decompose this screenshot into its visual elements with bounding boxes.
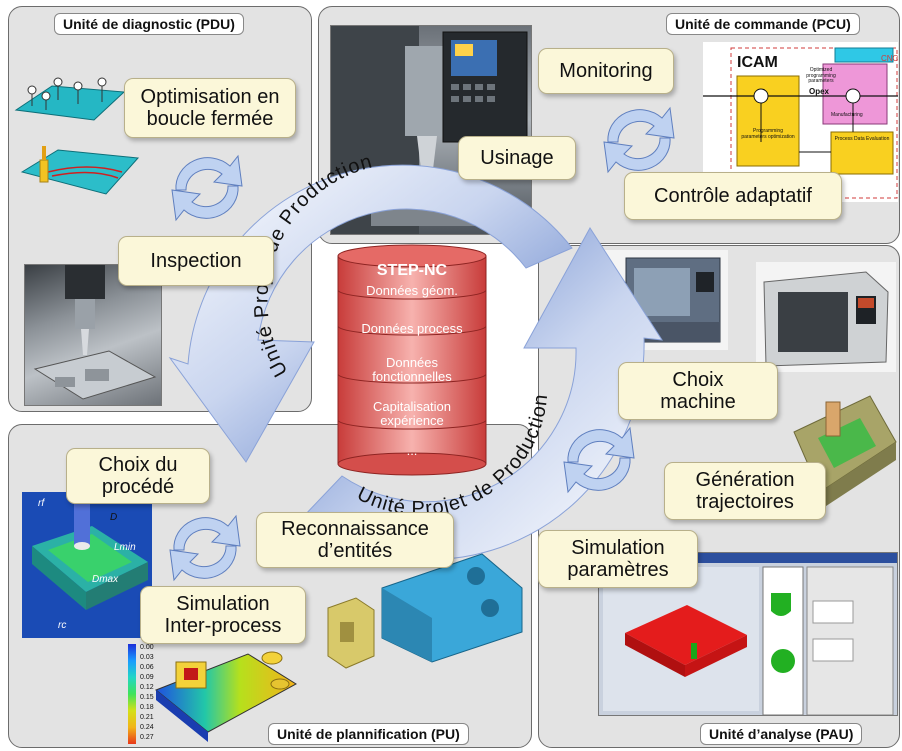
db-layer-experience: Capitalisation expérience: [372, 399, 452, 429]
refresh-cycle-icon: [171, 154, 243, 222]
step-nc-title: STEP-NC: [376, 262, 448, 279]
db-layer-geometry: Données géom.: [366, 283, 458, 298]
box-choix-procede: Choix du procédé: [66, 448, 210, 504]
db-layer-functional: Données fonctionnelles: [372, 355, 452, 385]
box-usinage: Usinage: [458, 136, 576, 180]
box-monitoring: Monitoring: [538, 48, 674, 94]
color-ramp-value: 0.09: [140, 674, 154, 681]
cad-label-lmin: Lmin: [114, 542, 136, 553]
db-layer-process: Données process: [361, 321, 463, 336]
box-inspection: Inspection: [118, 236, 274, 286]
quadrant-title-pu: Unité de plannification (PU): [268, 723, 469, 745]
inspection-photo: [24, 264, 162, 406]
refresh-cycle-icon: [603, 106, 675, 174]
box-simulation-parametres: Simulation paramètres: [538, 530, 698, 588]
cad-label-rc: rc: [58, 620, 67, 631]
tool-path-plate-illustration: [20, 146, 140, 195]
icam-process-data-label: Process Data Evaluation: [834, 136, 890, 142]
color-ramp-value: 0.21: [140, 714, 154, 721]
cad-label-dmax: Dmax: [92, 574, 119, 585]
box-controle-adaptatif: Contrôle adaptatif: [624, 172, 842, 220]
color-ramp-value: 0.03: [140, 654, 154, 661]
box-reconnaissance-entites: Reconnaissance d’entités: [256, 512, 454, 568]
icam-opex-label: Opex: [809, 87, 830, 96]
box-choix-machine: Choix machine: [618, 362, 778, 420]
cad-pocket-illustration: rf D Lmin Dmax rc: [22, 492, 152, 638]
color-ramp-value: 0.00: [140, 644, 154, 651]
color-ramp-value: 0.06: [140, 664, 154, 671]
icam-manufacturing-label: Manufacturing: [831, 112, 863, 118]
quadrant-title-pdu: Unité de diagnostic (PDU): [54, 13, 244, 35]
color-ramp-value: 0.27: [140, 734, 154, 741]
probe-plate-illustration: [14, 77, 126, 121]
cad-label-d: D: [110, 512, 118, 523]
color-ramp-value: 0.18: [140, 704, 154, 711]
refresh-cycle-icon: [169, 514, 241, 582]
icam-prog-label: Programming parameters optimization: [741, 128, 795, 140]
icam-opt-label: Optimized programming parameters: [806, 67, 836, 84]
box-simulation-inter-process: Simulation Inter-process: [140, 586, 306, 644]
color-ramp-value: 0.12: [140, 684, 154, 691]
deformation-map-illustration: [155, 651, 297, 742]
simulation-software-screenshot: [598, 552, 898, 716]
quadrant-title-pcu: Unité de commande (PCU): [666, 13, 860, 35]
icam-title: ICAM: [737, 54, 778, 71]
color-ramp-value: 0.24: [140, 724, 154, 731]
yellow-part-illustration: [327, 597, 375, 669]
quadrant-title-pau: Unité d’analyse (PAU): [700, 723, 863, 745]
box-optimisation: Optimisation en boucle fermée: [124, 78, 296, 138]
step-nc-database: STEP-NC Données géom. Données process Do…: [336, 244, 488, 476]
db-layer-more: ...: [406, 443, 418, 458]
color-ramp-legend: [128, 644, 156, 744]
box-generation-trajectoires: Génération trajectoires: [664, 462, 826, 520]
machine-tool-photo-2: [756, 262, 896, 372]
color-ramp-labels: 0.00 0.03 0.06 0.09 0.12 0.15 0.18 0.21 0.24 0.27: [140, 644, 164, 744]
cad-label-rf: rf: [38, 498, 45, 509]
refresh-cycle-icon: [563, 426, 635, 494]
icam-cnc-label: CNC: [881, 54, 898, 63]
blue-part-illustration: [381, 553, 523, 663]
color-ramp-value: 0.15: [140, 694, 154, 701]
